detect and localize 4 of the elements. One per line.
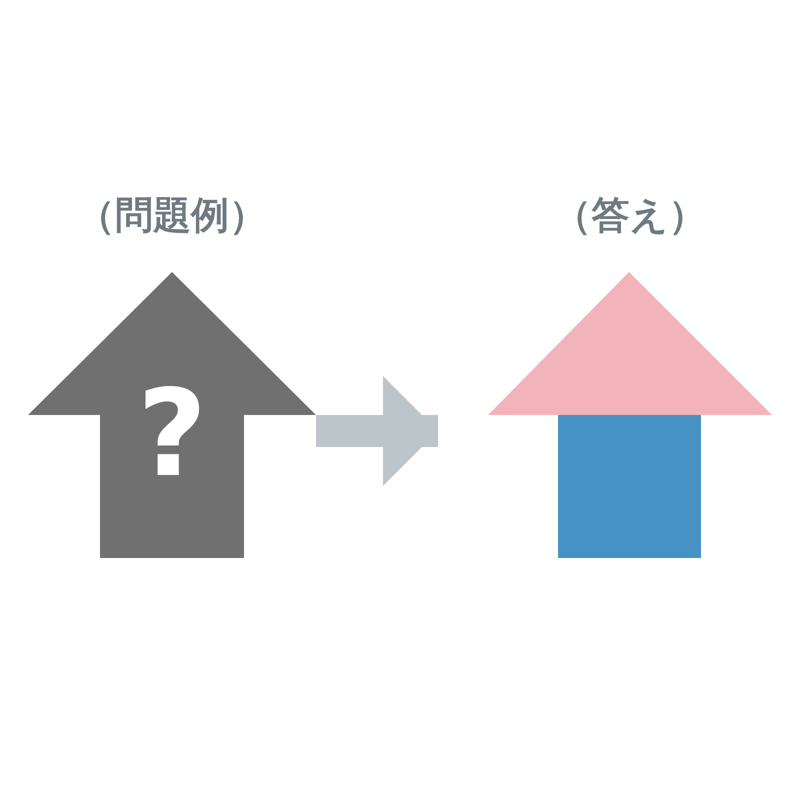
heading: （答え）	[552, 192, 708, 239]
heading: （問題例）	[76, 192, 268, 239]
question-mark: ?	[136, 375, 208, 495]
arrow	[316, 376, 438, 486]
